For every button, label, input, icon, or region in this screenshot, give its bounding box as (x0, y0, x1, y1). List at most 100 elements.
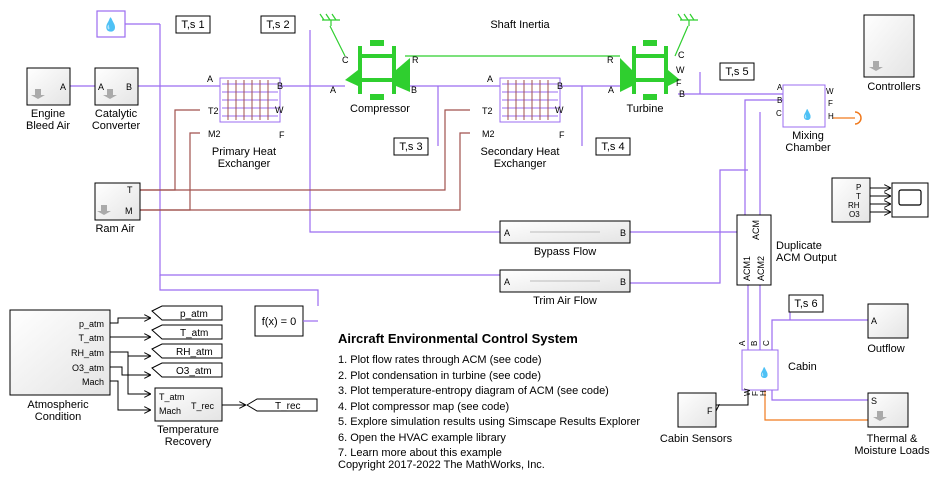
link-results-explorer[interactable]: 5. Explore simulation results using Sims… (338, 416, 641, 428)
goto-t-atm: T_atm (180, 328, 208, 339)
cabin-block[interactable]: A B C 💧 W F H (738, 340, 779, 396)
primary-hx-port-b: B (277, 81, 283, 91)
example-links: 1. Plot flow rates through ACM (see code… (338, 353, 640, 462)
outflow-port-a: A (871, 316, 877, 326)
link-plot-ts-diagram[interactable]: 3. Plot temperature-entropy diagram of A… (338, 385, 609, 397)
cabin-sensors-block[interactable]: F (677, 392, 717, 428)
cabin-port-c: C (762, 340, 771, 346)
bypass-port-b: B (620, 228, 626, 238)
trim-air-flow-label: Trim Air Flow (533, 295, 597, 307)
cabin-port-b: B (750, 341, 759, 346)
link-plot-compressor-map[interactable]: 4. Plot compressor map (see code) (338, 400, 510, 413)
dup-acm-port-acm: ACM (751, 220, 761, 240)
ram-air-block[interactable]: T M (94, 182, 141, 221)
turbine-block[interactable]: A B C R W F (607, 40, 685, 100)
scope-block[interactable] (891, 182, 929, 218)
compressor-port-a: A (330, 85, 336, 95)
goto-rh-atm: RH_atm (176, 347, 213, 358)
trim-air-flow-block[interactable]: A B (499, 269, 631, 293)
thermal-moisture-loads-block[interactable]: S (867, 392, 909, 428)
secondary-hx-port-t2: T2 (482, 106, 493, 116)
ts-4-label: T,s 4 (601, 141, 624, 153)
mixing-chamber-block[interactable]: A B C W F H 💧 (776, 83, 834, 128)
mechanical-ground-icon (319, 13, 698, 26)
link-hvac-library[interactable]: 6. Open the HVAC example library (338, 431, 506, 444)
ts-blocks[interactable]: T,s 1 T,s 2 T,s 3 T,s 4 T,s 5 T,s 6 (175, 15, 824, 313)
primary-heat-exchanger-block[interactable]: A B T2 M2 W F (207, 74, 285, 140)
heat-port-icon (854, 111, 862, 125)
secondary-heat-exchanger-block[interactable]: A B T2 M2 W F (482, 74, 565, 140)
goto-o3-atm: O3_atm (176, 366, 212, 377)
primary-hx-port-w: W (275, 105, 284, 115)
trec-in-mach: Mach (159, 406, 181, 416)
trec-in-t-atm: T_atm (159, 392, 185, 402)
orange-connections (764, 117, 868, 421)
mux-port-rh: RH (848, 201, 860, 210)
water-source-block[interactable]: 💧 (96, 10, 126, 38)
primary-hx-port-t2: T2 (208, 106, 219, 116)
svg-text:💧: 💧 (103, 17, 119, 32)
copyright: Copyright 2017-2022 The MathWorks, Inc. (338, 459, 545, 471)
compressor-port-b: B (411, 85, 417, 95)
compressor-port-r: R (412, 55, 419, 65)
gas-connections (70, 23, 868, 401)
secondary-hx-port-m2: M2 (482, 129, 495, 139)
solver-config-label: f(x) = 0 (262, 316, 297, 328)
trim-port-b: B (620, 277, 626, 287)
ram-air-port-t: T (127, 185, 133, 195)
goto-p-atm: p_atm (180, 309, 208, 320)
secondary-hx-port-b: B (557, 81, 563, 91)
turbine-port-c: C (678, 50, 685, 60)
atm-port-rh: RH_atm (71, 348, 104, 358)
catalytic-converter-block[interactable]: A B (94, 67, 139, 106)
secondary-hx-port-a: A (487, 74, 493, 84)
ts-6-label: T,s 6 (794, 298, 817, 310)
mixing-port-a: A (777, 83, 783, 92)
mixing-port-h: H (828, 112, 834, 121)
mux-port-p: P (856, 183, 861, 192)
shaft-inertia-label: Shaft Inertia (490, 19, 550, 31)
mixing-port-c: C (776, 109, 782, 118)
turbine-port-f: F (676, 78, 682, 88)
ts-3-label: T,s 3 (399, 141, 422, 153)
atmospheric-condition-block[interactable]: p_atm T_atm RH_atm O3_atm Mach (9, 309, 111, 396)
turbine-port-r: R (607, 55, 614, 65)
goto-tags: p_atm T_atm RH_atm O3_atm T_rec (151, 305, 318, 412)
atm-port-o3: O3_atm (72, 363, 104, 373)
primary-hx-port-f: F (279, 130, 285, 140)
cabin-sensors-port-f: F (707, 406, 713, 416)
link-learn-more[interactable]: 7. Learn more about this example (338, 447, 502, 459)
duplicate-acm-block[interactable]: ACM ACM1 ACM2 (736, 214, 772, 286)
controllers-block[interactable] (863, 14, 915, 78)
turbine-port-b: B (679, 89, 685, 99)
engine-bleed-air-block[interactable]: A (26, 67, 71, 106)
mixing-port-f: F (828, 99, 833, 108)
outflow-block[interactable]: A (867, 303, 909, 339)
svg-text:💧: 💧 (758, 366, 770, 379)
signal-lines (110, 188, 890, 410)
turbine-port-a: A (608, 85, 614, 95)
bypass-flow-block[interactable]: A B (499, 220, 631, 244)
link-plot-condensation[interactable]: 2. Plot condensation in turbine (see cod… (338, 369, 542, 382)
catalytic-port-a: A (98, 82, 104, 92)
solver-config-block[interactable]: f(x) = 0 (254, 305, 318, 337)
mux-port-t: T (856, 192, 861, 201)
link-plot-flow-rates[interactable]: 1. Plot flow rates through ACM (see code… (338, 354, 542, 366)
sensor-mux-block[interactable]: P T RH O3 (831, 177, 871, 223)
secondary-hx-port-f: F (559, 130, 565, 140)
compressor-block[interactable]: A B C R (330, 40, 419, 100)
ts-1-label: T,s 1 (181, 19, 204, 31)
cabin-port-h: H (759, 390, 768, 396)
turbine-label: Turbine (626, 103, 664, 115)
compressor-label: Compressor (350, 103, 410, 115)
shaft-connection (329, 25, 689, 57)
ts-2-label: T,s 2 (266, 19, 289, 31)
thermal-port-s: S (871, 396, 877, 406)
temperature-recovery-block[interactable]: T_atm Mach T_rec (154, 387, 223, 422)
thermal-connections (140, 109, 470, 211)
cabin-port-a: A (738, 340, 747, 346)
